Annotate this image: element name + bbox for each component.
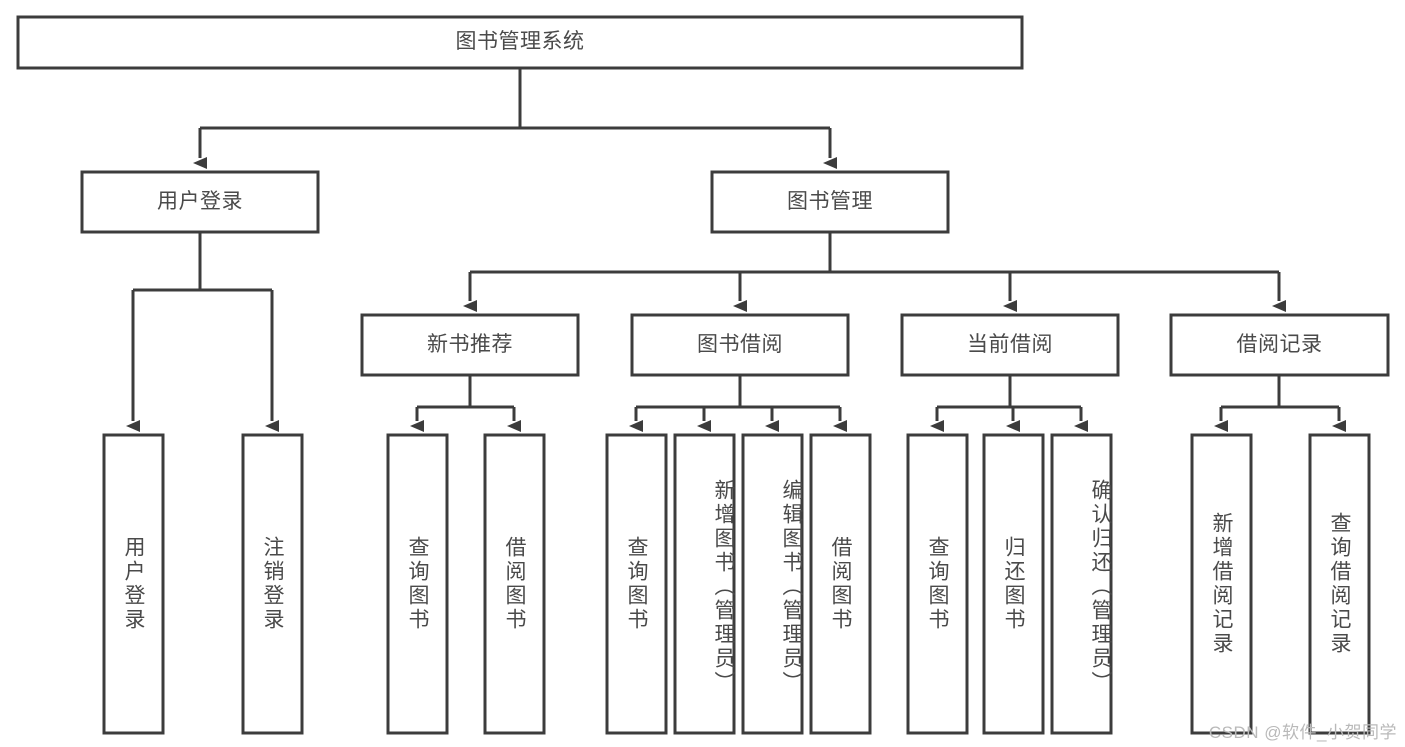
connector-book-borrow-to-leaves — [629, 375, 847, 432]
node-box-current-borrow[interactable] — [900, 313, 1120, 377]
node-box-leaf-query-book-current[interactable] — [906, 433, 969, 735]
node-box-root[interactable] — [16, 15, 1024, 70]
node-box-leaf-query-borrow-record[interactable] — [1308, 433, 1371, 735]
connector-borrow-records-to-leaves — [1214, 375, 1346, 432]
node-box-borrow-records[interactable] — [1169, 313, 1390, 377]
node-box-book-borrow[interactable] — [630, 313, 850, 377]
node-box-leaf-borrow-book[interactable] — [809, 433, 872, 735]
connector-root-to-level2 — [193, 68, 837, 169]
node-box-leaf-return-book[interactable] — [982, 433, 1045, 735]
connector-new-book-recommend-to-leaves — [410, 375, 521, 432]
node-box-new-book-recommend[interactable] — [360, 313, 580, 377]
node-box-leaf-query-book-rec[interactable] — [386, 433, 449, 735]
node-box-book-management[interactable] — [710, 170, 950, 234]
connector-current-borrow-to-leaves — [930, 375, 1088, 432]
node-box-leaf-query-book-borrow[interactable] — [605, 433, 668, 735]
node-box-leaf-confirm-return[interactable] — [1050, 433, 1113, 735]
node-box-leaf-add-book[interactable] — [673, 433, 736, 735]
connector-user-login-to-leaves — [126, 232, 279, 432]
connector-book-management-to-level3 — [463, 232, 1286, 312]
node-box-leaf-add-borrow-record[interactable] — [1190, 433, 1253, 735]
node-box-leaf-edit-book[interactable] — [741, 433, 804, 735]
node-box-user-login[interactable] — [80, 170, 320, 234]
node-box-leaf-logout[interactable] — [241, 433, 304, 735]
csdn-watermark: CSDN @软件_小贺同学 — [1208, 723, 1397, 742]
node-box-leaf-user-login[interactable] — [102, 433, 165, 735]
node-box-leaf-borrow-book-rec[interactable] — [483, 433, 546, 735]
